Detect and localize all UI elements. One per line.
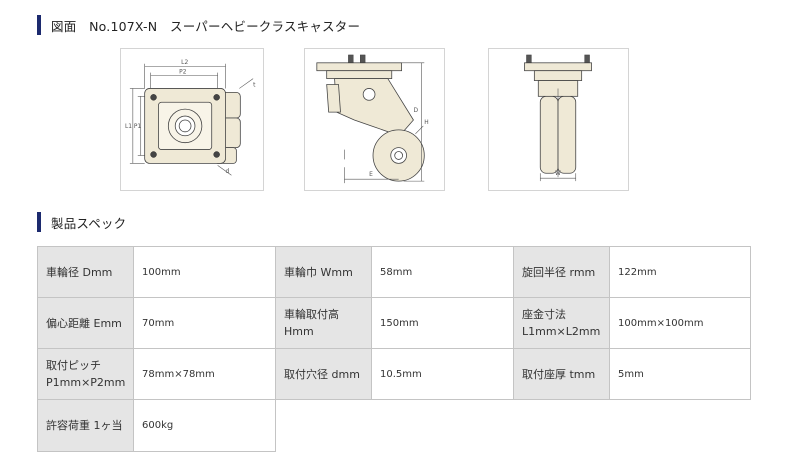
side-view-svg: H D E: [316, 54, 429, 184]
spec-label-load-capacity: 許容荷重 1ヶ当: [37, 399, 134, 452]
spec-label-swivel-radius: 旋回半径 rmm: [513, 246, 610, 298]
spec-value-wheel-width: 58mm: [371, 246, 514, 298]
specs-section-header: 製品スペック: [37, 212, 126, 232]
drawing-side-view: H D E: [304, 48, 445, 191]
spec-label-mount-height: 車輪取付高 Hmm: [275, 297, 372, 349]
table-row: 取付ピッチ P1mm×P2mm 78mm×78mm 取付穴径 dmm 10.5m…: [37, 348, 751, 400]
drawings-title: 図面 No.107X-N スーパーヘビークラスキャスター: [51, 18, 361, 34]
spec-value-plate-size: 100mm×100mm: [609, 297, 751, 349]
spec-value-bolt-pitch: 78mm×78mm: [133, 348, 276, 400]
spec-label-plate-size: 座金寸法 L1mm×L2mm: [513, 297, 610, 349]
spec-label-wheel-diameter: 車輪径 Dmm: [37, 246, 134, 298]
label-l1: L1: [125, 124, 132, 130]
section-accent-bar: [37, 15, 41, 35]
spec-table: 車輪径 Dmm 100mm 車輪巾 Wmm 58mm 旋回半径 rmm 122m…: [37, 246, 751, 452]
drawings-section-header: 図面 No.107X-N スーパーヘビークラスキャスター: [37, 15, 360, 35]
front-view-svg: L2 P2 L1 P1 t d: [125, 60, 256, 176]
table-row: 偏心距離 Emm 70mm 車輪取付高 Hmm 150mm 座金寸法 L1mm×…: [37, 297, 751, 349]
label-p1: P1: [134, 124, 142, 130]
drawing-rear-view: W: [488, 48, 629, 191]
spec-value-swivel-radius: 122mm: [609, 246, 751, 298]
label-D: D: [413, 108, 418, 114]
drawing-front-view: L2 P2 L1 P1 t d: [120, 48, 264, 191]
label-e: E: [369, 172, 373, 178]
spec-label-bolt-pitch: 取付ピッチ P1mm×P2mm: [37, 348, 134, 400]
spec-label-hole-diameter: 取付穴径 dmm: [275, 348, 372, 400]
empty-cell: [275, 399, 751, 452]
section-accent-bar: [37, 212, 41, 232]
specs-title: 製品スペック: [51, 215, 127, 231]
spec-label-plate-thickness: 取付座厚 tmm: [513, 348, 610, 400]
label-w: W: [555, 171, 561, 177]
rear-view-svg: W: [524, 54, 592, 182]
spec-label-offset: 偏心距離 Emm: [37, 297, 134, 349]
spec-value-offset: 70mm: [133, 297, 276, 349]
spec-value-plate-thickness: 5mm: [609, 348, 751, 400]
spec-value-hole-diameter: 10.5mm: [371, 348, 514, 400]
spec-value-wheel-diameter: 100mm: [133, 246, 276, 298]
label-t: t: [253, 82, 256, 88]
table-row: 許容荷重 1ヶ当 600kg: [37, 399, 751, 452]
label-h: H: [424, 120, 428, 126]
spec-value-load-capacity: 600kg: [133, 399, 276, 452]
spec-label-wheel-width: 車輪巾 Wmm: [275, 246, 372, 298]
table-row: 車輪径 Dmm 100mm 車輪巾 Wmm 58mm 旋回半径 rmm 122m…: [37, 246, 751, 298]
spec-value-mount-height: 150mm: [371, 297, 514, 349]
label-p2: P2: [179, 70, 187, 76]
label-l2: L2: [181, 60, 188, 66]
label-d: d: [226, 169, 230, 175]
